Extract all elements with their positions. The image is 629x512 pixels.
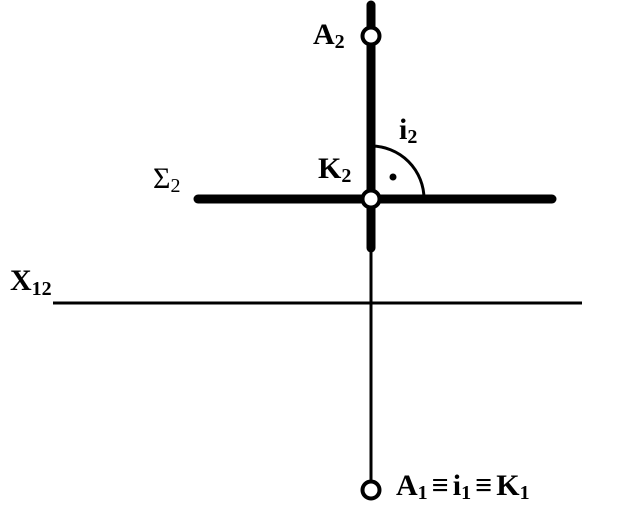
point-a1 xyxy=(360,479,382,501)
label-k1: K xyxy=(496,469,520,502)
label-sigma2: Σ2 xyxy=(153,162,180,197)
equiv-symbol-2: ≡ xyxy=(475,469,492,502)
right-angle-dot xyxy=(389,173,397,181)
label-k2: K2 xyxy=(318,152,351,187)
point-a2 xyxy=(360,25,382,47)
right-angle-arc xyxy=(370,144,426,200)
point-k2 xyxy=(360,188,382,210)
label-i1: i xyxy=(453,469,461,502)
label-a2: A2 xyxy=(313,18,345,53)
label-x12: X12 xyxy=(10,264,52,300)
equiv-symbol-1: ≡ xyxy=(432,469,449,502)
label-i2: i2 xyxy=(399,113,417,148)
label-a1: A xyxy=(396,469,418,502)
label-a1-i1-k1: A1≡i1≡K1 xyxy=(396,469,530,504)
